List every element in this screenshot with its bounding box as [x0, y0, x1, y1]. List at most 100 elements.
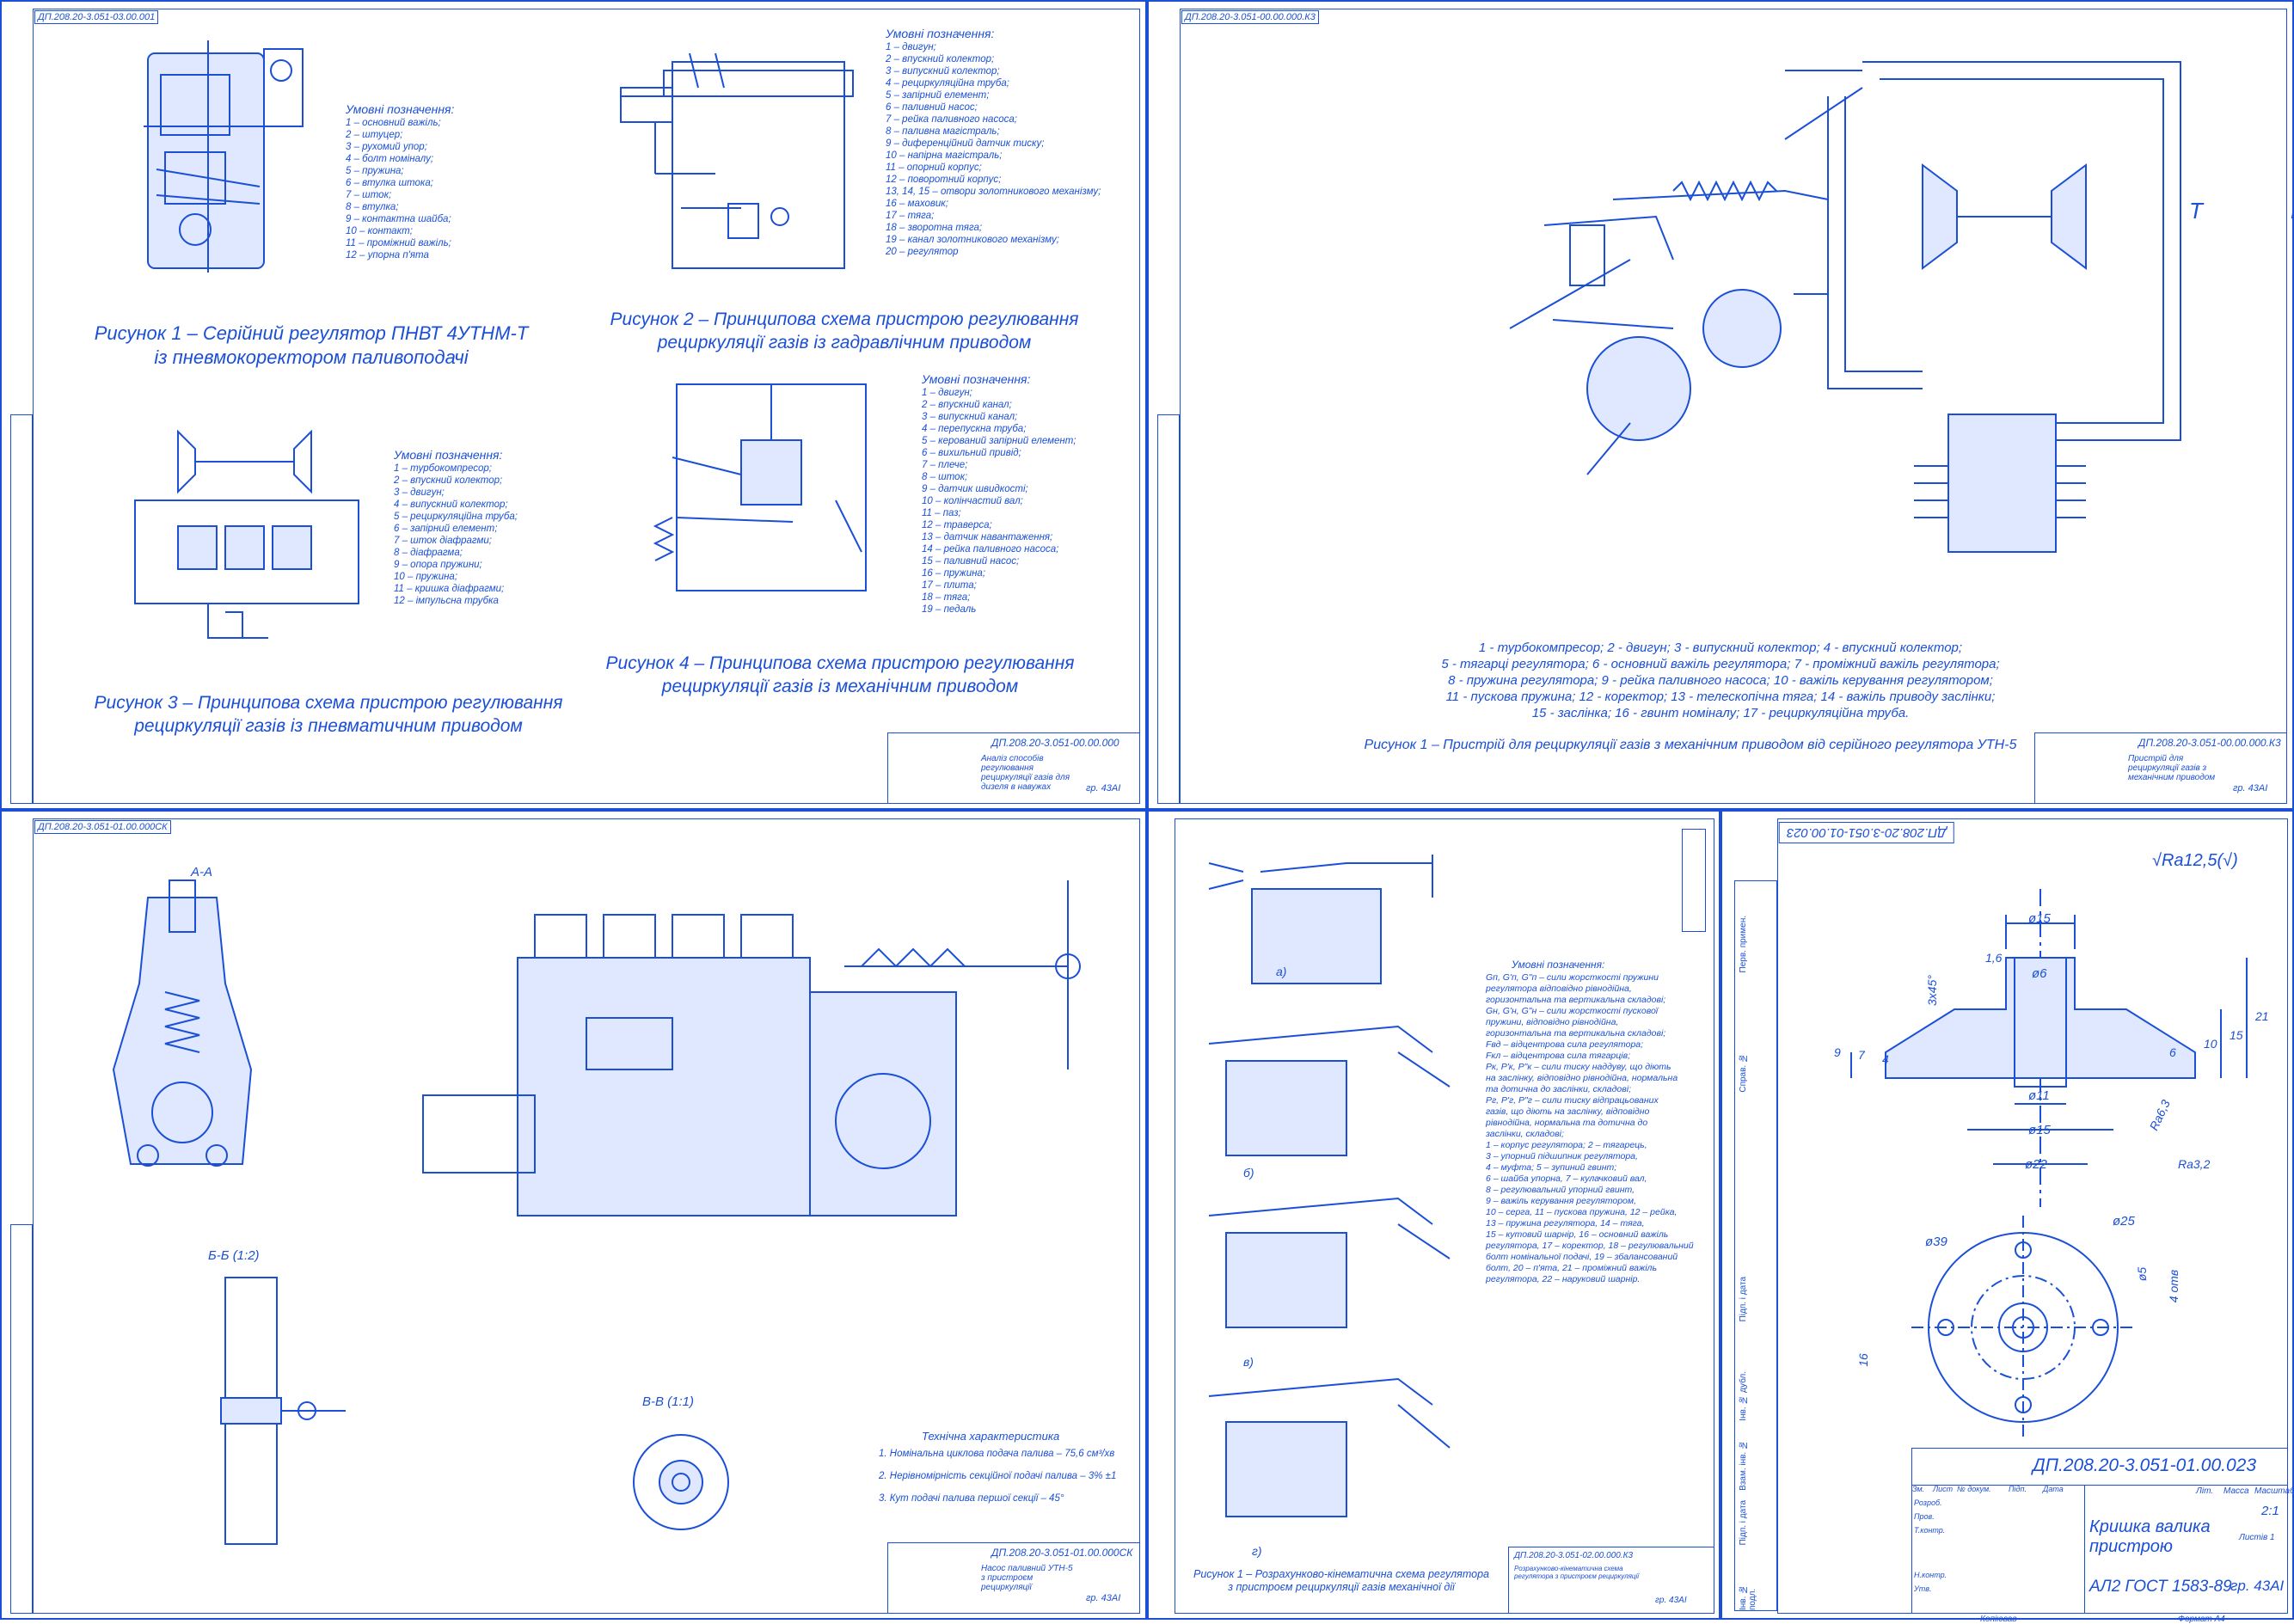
sheet4-legend-item: 13 – пружина регулятора, 14 – тяга,: [1486, 1218, 1645, 1229]
fig4-legend-item: 7 – плече;: [922, 460, 968, 470]
sheet4-caption: Рисунок 1 – Розрахунково-кінематична схе…: [1178, 1568, 1505, 1594]
sheet-4-tb-code: ДП.208.20-3.051-02.00.000.К3: [1514, 1551, 1634, 1560]
sheet-1-frame: [33, 9, 1140, 804]
dim-h16: 16: [1855, 1353, 1870, 1367]
fig3-pneumatic-scheme: [134, 429, 359, 639]
sheet-3-tb-code: ДП.208.20-3.051-01.00.000СК: [991, 1547, 1133, 1559]
sheet-4-side-strip: [1682, 829, 1706, 932]
fig1-legend-item: 6 – втулка штока;: [346, 178, 433, 188]
sheet4-legend-item: заслінки, складові;: [1486, 1129, 1564, 1139]
tb5-code: ДП.208.20-3.051-01.00.023: [2033, 1455, 2257, 1475]
fig1-legend-title: Умовні позначення:: [346, 102, 455, 116]
tb5-name: Кришка валика пристрою: [2089, 1517, 2211, 1556]
fig1-legend-item: 10 – контакт;: [346, 226, 413, 236]
sheet4-legend-item: регулятора відповідно рівнодійна,: [1486, 984, 1632, 994]
fig4-legend-item: 12 – траверса;: [922, 520, 992, 530]
fig2-caption-line2: рециркуляції газів із гадравлічним приво…: [657, 333, 1032, 352]
sheet2-legend-line: 1 - турбокомпресор; 2 - двигун; 3 - випу…: [1478, 640, 1963, 655]
sub-b: б): [1243, 1166, 1254, 1180]
tb5-col: Дата: [2043, 1485, 2064, 1493]
fig2-legend-item: 13, 14, 15 – отвори золотникового механі…: [886, 187, 1101, 197]
tb5-col-headers: Зм. Лист № докум. Підп. Дата: [1912, 1485, 2084, 1493]
fig4-legend-item: 14 – рейка паливного насоса;: [922, 544, 1059, 555]
fig4-legend-item: 13 – датчик навантаження;: [922, 532, 1053, 542]
sheet4-legend-item: Gн, G'н, G"н – сили жорсткості пускової: [1486, 1006, 1659, 1016]
fig1-legend-item: 7 – шток;: [346, 190, 392, 200]
fig4-caption-line2: рециркуляції газів із механічним приводо…: [661, 677, 1019, 696]
fig3-legend-item: 2 – впускний колектор;: [394, 475, 503, 486]
sheet2-legend: 1 - турбокомпресор; 2 - двигун; 3 - випу…: [1235, 640, 2206, 721]
side-label: Справ. №: [1739, 1053, 1748, 1093]
fig1-legend-item: 12 – упорна п'ята: [346, 250, 429, 260]
fig3-legend-item: 11 – кришка діафрагми;: [394, 584, 505, 594]
tb5-row: Розроб.: [1914, 1498, 1942, 1507]
tb5-material: АЛ2 ГОСТ 1583-89: [2089, 1578, 2232, 1596]
fig4-legend-item: 16 – пружина;: [922, 568, 986, 579]
tb5-cols: Зм. Лист № докум. Підп. Дата Розроб. Про…: [1912, 1485, 2085, 1613]
fuel-pump-assembly-drawing: [422, 880, 1081, 1216]
tech-title: Технічна характеристика: [922, 1430, 1060, 1443]
tech-item: 3. Кут подачі палива першої секції – 45°: [879, 1493, 1064, 1504]
fig1-regulator-drawing: [144, 40, 304, 273]
sheet-3: ДП.208.20-3.051-01.00.000СК А-А Б-Б (1:2…: [0, 810, 1147, 1620]
fig2-legend-item: 17 – тяга;: [886, 211, 935, 221]
fig2-legend-item: 19 – канал золотникового механізму;: [886, 235, 1059, 245]
fig4-legend-item: 11 – паз;: [922, 508, 961, 518]
fig1-caption: Рисунок 1 – Серійний регулятор ПНВТ 4УТН…: [53, 322, 569, 370]
sub-v: в): [1243, 1355, 1254, 1369]
dim-holes: 4 отв: [2167, 1269, 2181, 1303]
fig1-legend-item: 4 – болт номіналу;: [346, 154, 434, 164]
dim-d22: ø22: [2025, 1157, 2047, 1172]
label-compressor-K: К: [2291, 198, 2294, 224]
fig3-legend-item: 12 – імпульсна трубка: [394, 596, 499, 606]
side-label: Перв. примен.: [1739, 916, 1748, 973]
tb5-hdr-mass: Масса: [2223, 1486, 2249, 1496]
sheet4-legend-item: 8 – регулювальний упорний гвинт,: [1486, 1185, 1635, 1195]
fig3-legend-item: 8 – діафрагма;: [394, 548, 463, 558]
dim-h6: 6: [2169, 1045, 2176, 1059]
sheet-2-side-strip: [1157, 414, 1180, 804]
fig4-caption: Рисунок 4 – Принципова схема пристрою ре…: [561, 652, 1119, 698]
sheet-3-stamp: ДП.208.20-3.051-01.00.000СК: [34, 820, 171, 834]
sheet4-legend-item: Pг, P'г, P"г – сили тиску відпрацьованих: [1486, 1095, 1659, 1106]
sheet4-legend-title: Умовні позначення:: [1512, 959, 1605, 971]
fig2-legend-item: 3 – випускний колектор;: [886, 66, 1000, 77]
sheet-5: ДП.208.20-3.051-01.00.023 Перв. примен. …: [1720, 810, 2294, 1624]
fig2-caption: Рисунок 2 – Принципова схема пристрою ре…: [569, 308, 1119, 354]
fig4-legend-item: 15 – паливний насос;: [922, 556, 1020, 567]
label-turbine-T: Т: [2189, 198, 2203, 224]
sheet4-legend-item: Gп, G'п, G"п – сили жорсткості пружини: [1486, 972, 1659, 983]
sheet-1-title-block: ДП.208.20-3.051-00.00.000 Аналіз способі…: [887, 732, 1140, 804]
fig2-legend-item: 9 – диференційний датчик тиску;: [886, 138, 1045, 149]
dim-d15-bot: ø15: [2028, 1123, 2051, 1137]
sheet-3-frame: [33, 818, 1140, 1614]
fig2-legend-item: 5 – запірний елемент;: [886, 90, 990, 101]
section-aa-drawing: [112, 879, 253, 1167]
fig3-caption-line2: рециркуляції газів із пневматичним приво…: [134, 716, 523, 736]
fig2-legend-item: 16 – маховик;: [886, 199, 948, 209]
dim-h7: 7: [1858, 1048, 1865, 1062]
fig3-legend: Умовні позначення: 1 – турбокомпресор; 2…: [394, 449, 518, 607]
sheet4-legend-item: рівнодійна, нормальна та дотична до: [1486, 1118, 1648, 1128]
fig4-legend-item: 18 – тяга;: [922, 592, 971, 603]
dim-d6: ø6: [2032, 966, 2047, 981]
sheet-2-title-block: ДП.208.20-3.051-00.00.000.К3 Пристрій дл…: [2034, 732, 2287, 804]
sheet2-legend-line: 5 - тягарці регулятора; 6 - основний важ…: [1441, 657, 2000, 671]
sheet-1-tb-code: ДП.208.20-3.051-00.00.000: [991, 737, 1119, 749]
side-label: Взам. інв. №: [1739, 1440, 1748, 1491]
dim-ra32: Ra3,2: [2178, 1157, 2211, 1171]
sub-a: а): [1276, 965, 1287, 978]
kinematic-schemes-drawing: [1208, 855, 1451, 1517]
sheet4-legend-item: на заслінку, відповідно рівнодійна, норм…: [1486, 1073, 1678, 1083]
fig2-legend-item: 20 – регулятор: [886, 247, 959, 257]
sheet-5-stamp: ДП.208.20-3.051-01.00.023: [1779, 822, 1954, 843]
fig3-legend-item: 6 – запірний елемент;: [394, 524, 498, 534]
side-label: Підп. і дата: [1739, 1500, 1748, 1546]
fig2-legend-title: Умовні позначення:: [886, 27, 995, 40]
sheet-2-stamp: ДП.208.20-3.051-00.00.000.К3: [1181, 10, 1319, 24]
sheet4-legend-item: регулятора, 22 – наруковий шарнір.: [1486, 1274, 1641, 1284]
fig1-legend-item: 9 – контактна шайба;: [346, 214, 451, 224]
fig3-legend-item: 1 – турбокомпресор;: [394, 463, 492, 474]
sheet4-legend-item: 4 – муфта; 5 – зупиний гвинт;: [1486, 1162, 1617, 1173]
fig4-legend-item: 1 – двигун;: [922, 388, 972, 398]
